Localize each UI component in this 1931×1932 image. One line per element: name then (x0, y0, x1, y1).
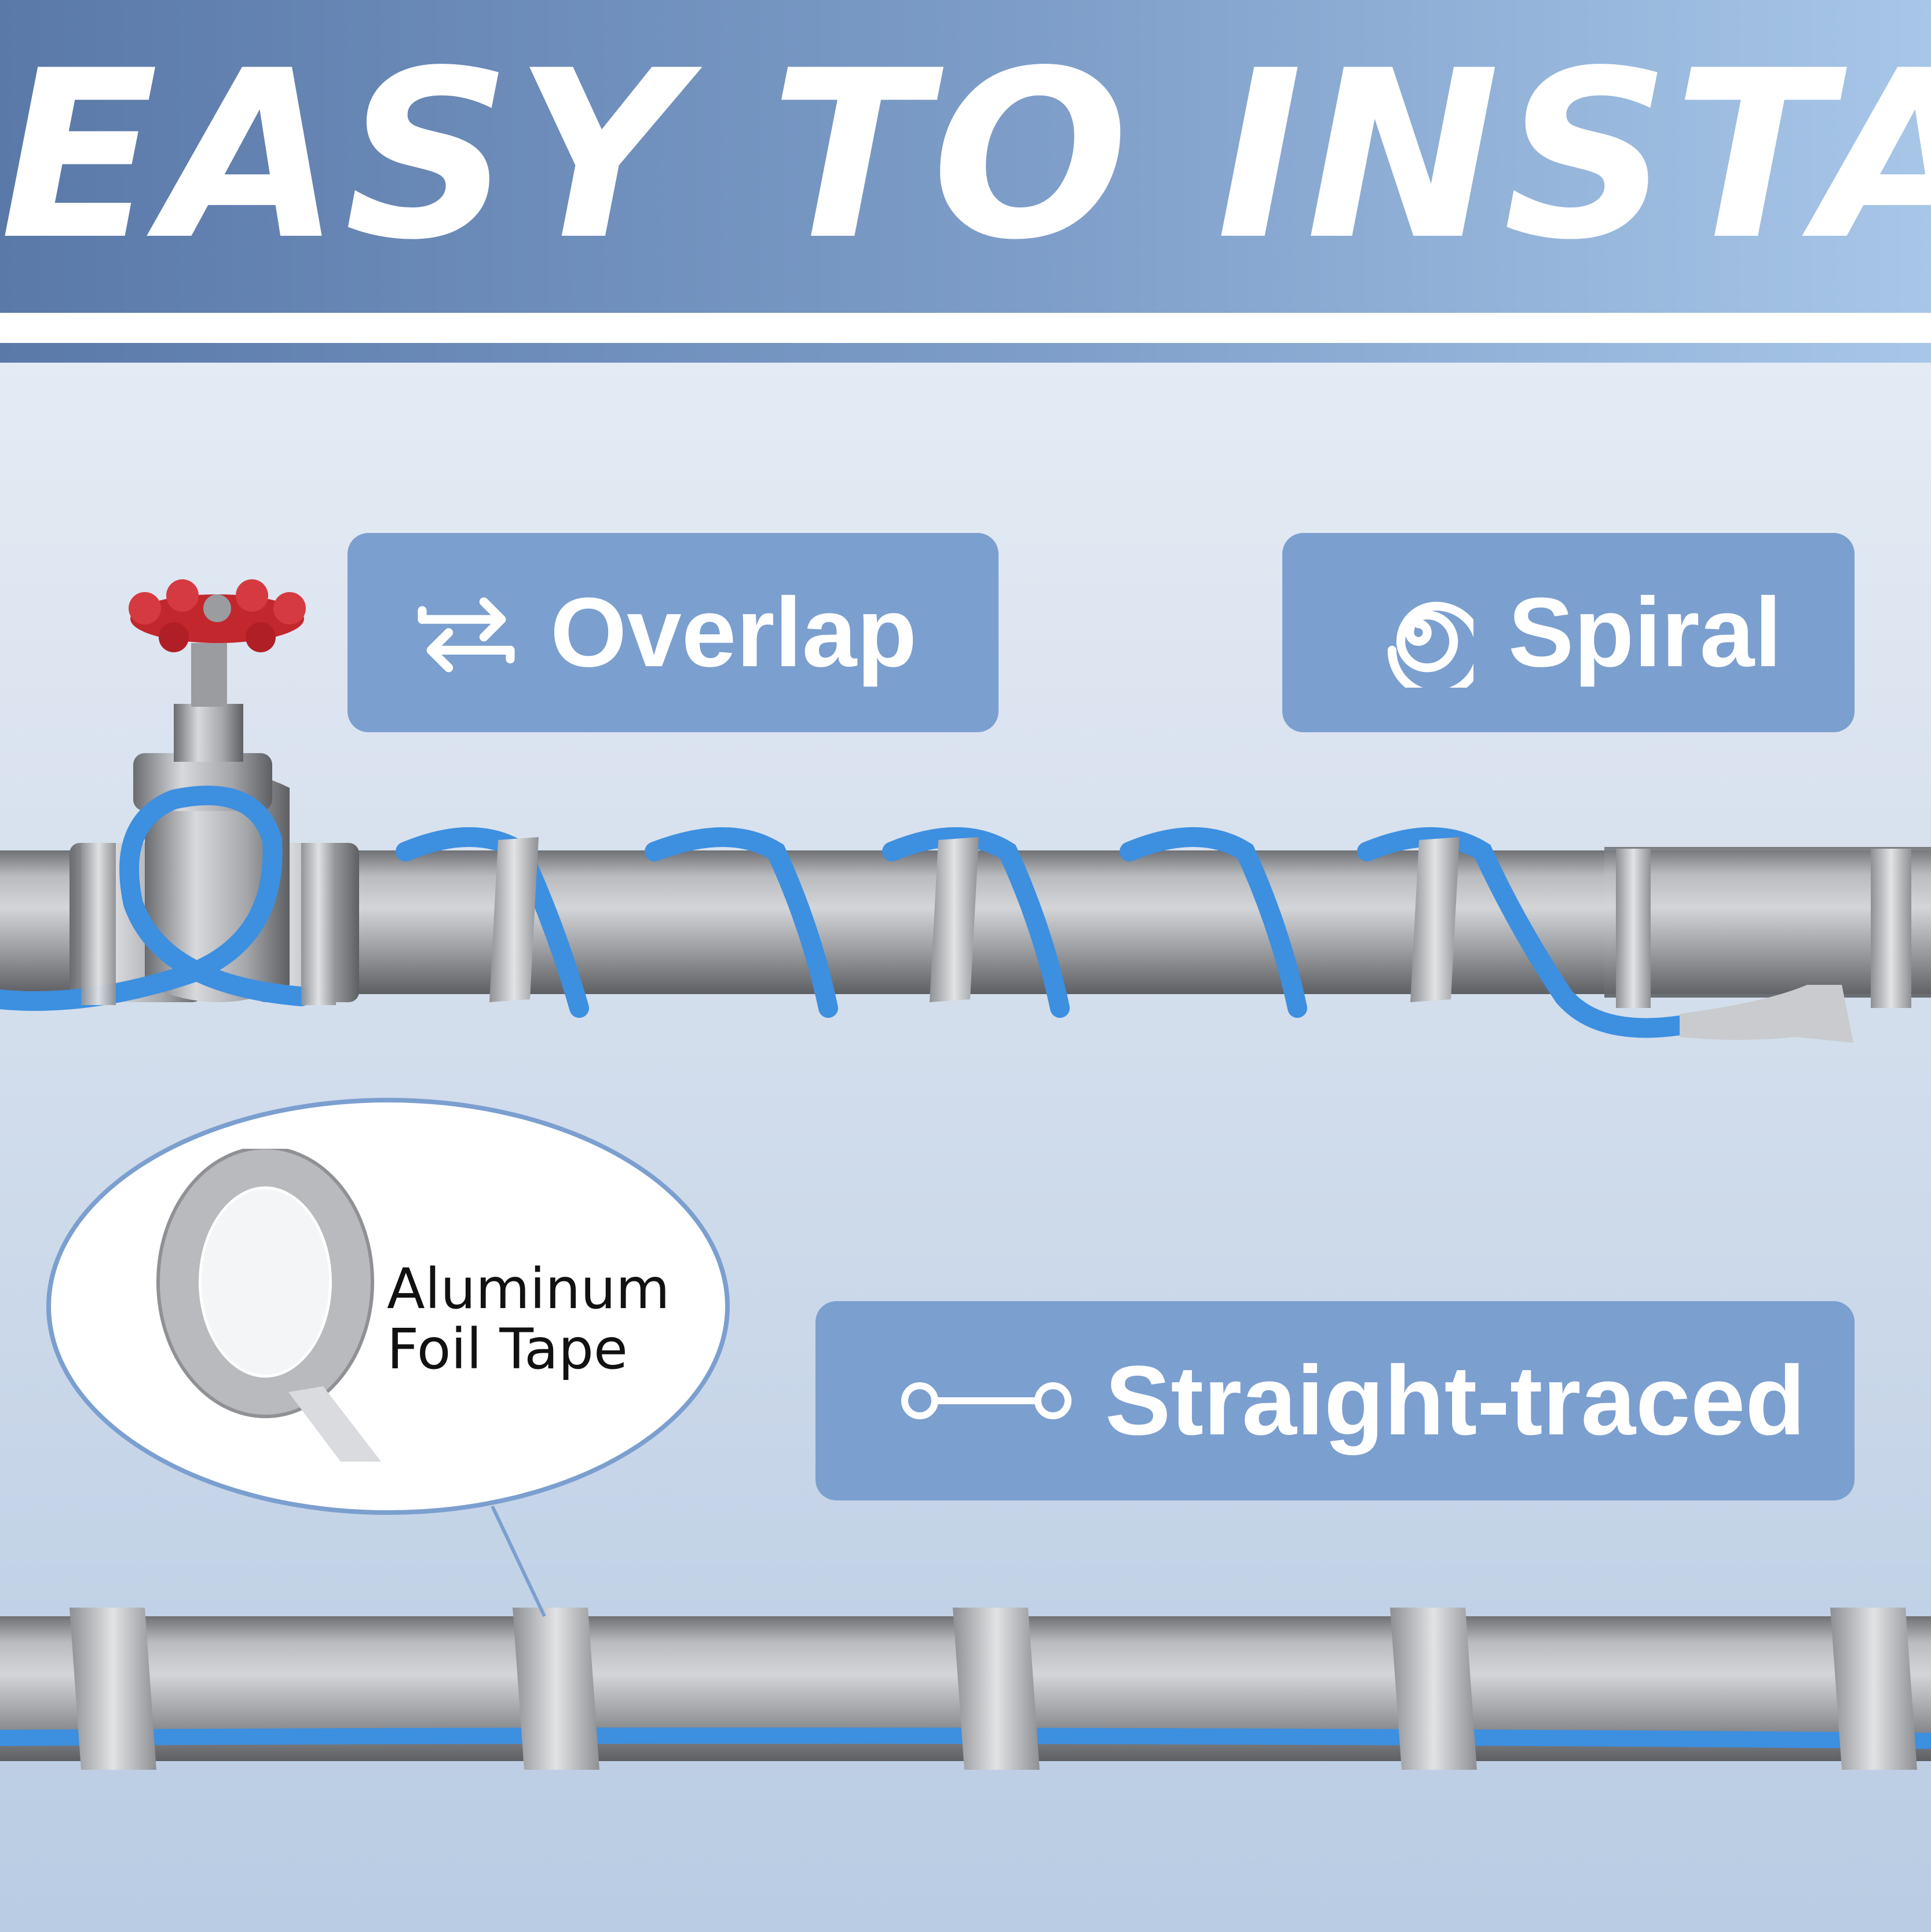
lower-tape-bands (70, 1608, 1917, 1770)
spiral-icon (1387, 601, 1473, 688)
straight-traced-label: Straight-traced (1105, 1346, 1806, 1456)
banner-stripe (0, 343, 1931, 363)
swap-arrows-icon (418, 597, 515, 673)
straight-traced-chip: Straight-traced (815, 1301, 1855, 1500)
spiral-chip: Spiral (1282, 533, 1855, 732)
callout-pointer (491, 1505, 546, 1617)
tape-roll-icon (156, 1149, 381, 1462)
spiral-label: Spiral (1508, 578, 1782, 688)
cable-end-cap (1680, 985, 1853, 1043)
tape-callout: Aluminum Foil Tape (46, 1098, 730, 1515)
banner-divider (0, 313, 1931, 343)
page-title: EASY TO INSTALL (0, 21, 1931, 291)
banner: EASY TO INSTALL (0, 0, 1931, 313)
valve-handle-icon (129, 579, 306, 652)
line-nodes-icon (901, 1382, 1071, 1419)
overlap-label: Overlap (550, 578, 917, 688)
upper-tape-bands (81, 837, 1911, 1008)
tape-label: Aluminum Foil Tape (387, 1257, 670, 1382)
overlap-chip: Overlap (348, 533, 999, 732)
straight-cable (0, 1728, 1931, 1749)
